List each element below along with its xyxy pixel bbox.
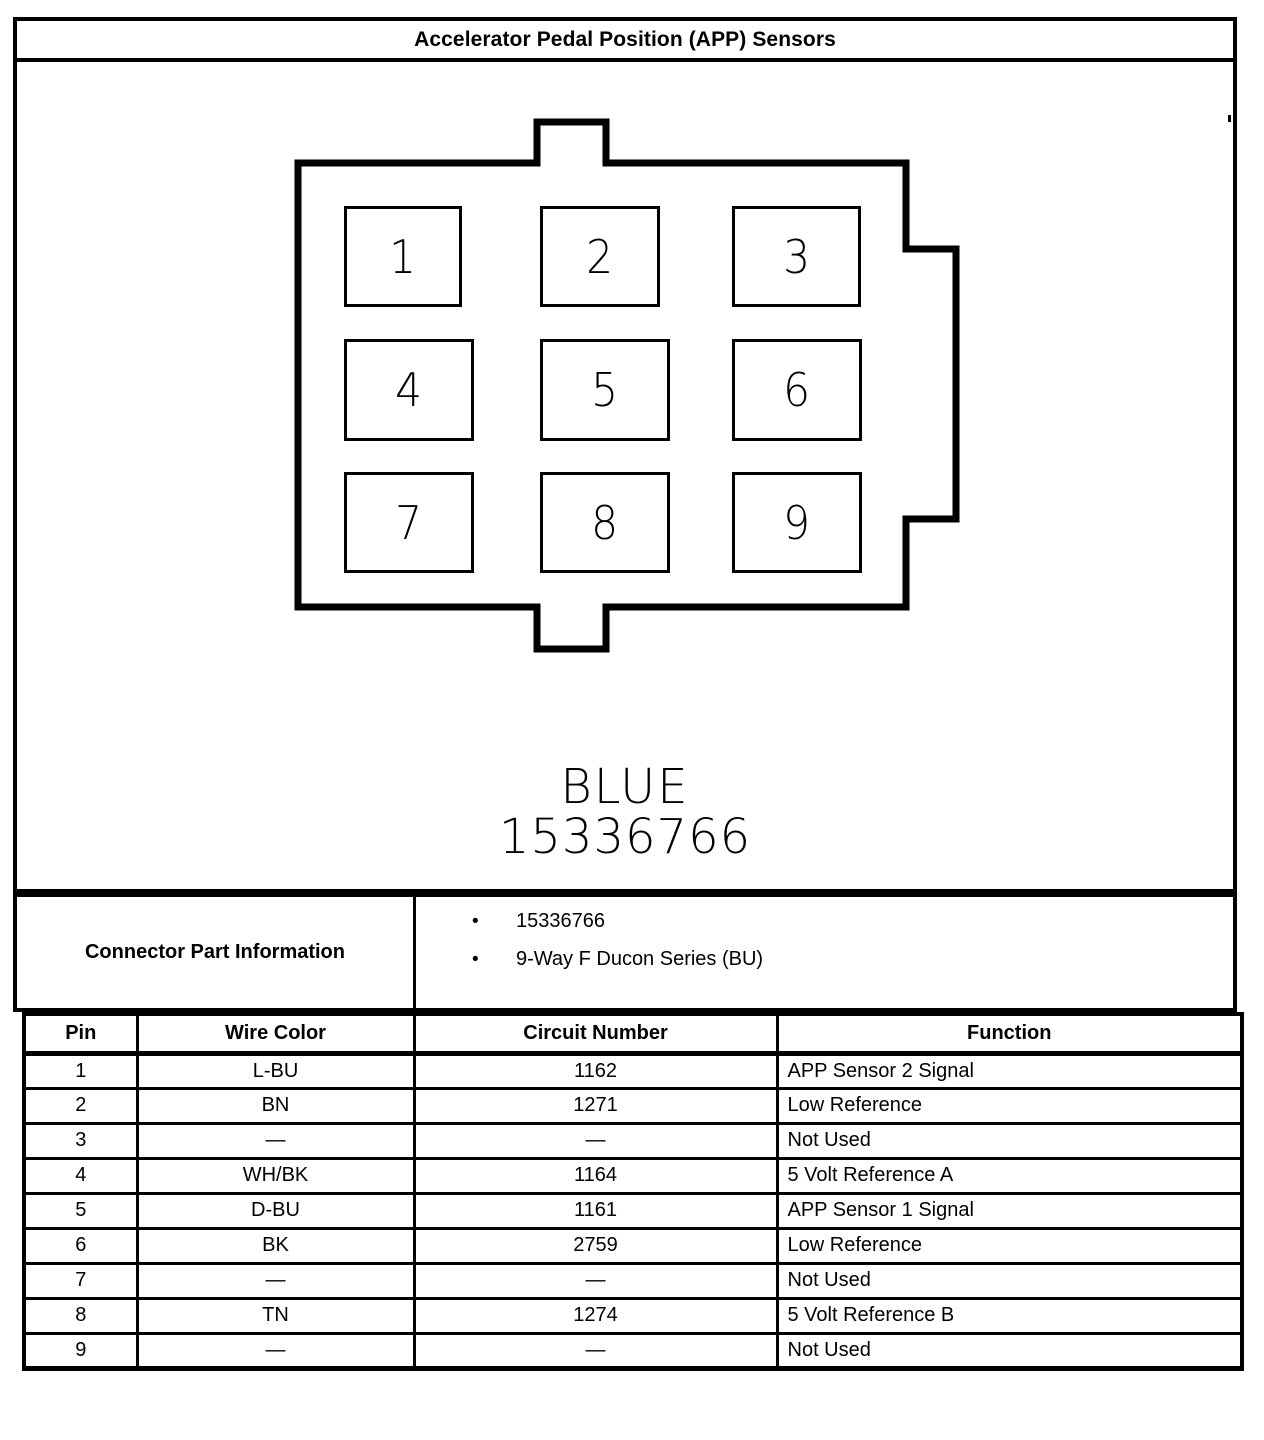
cell-pin: 6 xyxy=(22,1226,139,1265)
cell-pin: 8 xyxy=(22,1296,139,1335)
pin-cavity-number: 6 xyxy=(783,363,811,417)
column-header-function: Function xyxy=(775,1012,1244,1056)
pin-cavity-number: 5 xyxy=(591,363,619,417)
cell-function: APP Sensor 1 Signal xyxy=(775,1191,1244,1230)
cell-circuit-number: — xyxy=(412,1331,779,1371)
pin-cavity-number: 1 xyxy=(389,229,417,284)
pin-cavity-3: 3 xyxy=(732,206,861,307)
cell-pin: 2 xyxy=(22,1086,139,1125)
pin-cavity-number: 9 xyxy=(783,495,811,550)
cell-wire-color: D-BU xyxy=(135,1191,416,1230)
cell-circuit-number: 1164 xyxy=(412,1156,779,1195)
list-item-text: 15336766 xyxy=(516,910,605,932)
cell-pin: 9 xyxy=(22,1331,139,1371)
cell-function: APP Sensor 2 Signal xyxy=(775,1051,1244,1090)
cell-wire-color: BN xyxy=(135,1086,416,1125)
pin-cavity-2: 2 xyxy=(540,206,660,307)
cell-function: 5 Volt Reference A xyxy=(775,1156,1244,1195)
pin-cavity-6: 6 xyxy=(732,339,862,441)
bullet-icon: • xyxy=(472,949,479,970)
cell-circuit-number: 1274 xyxy=(412,1296,779,1335)
pin-cavity-8: 8 xyxy=(540,472,670,573)
pin-cavity-1: 1 xyxy=(344,206,462,307)
cell-wire-color: WH/BK xyxy=(135,1156,416,1195)
cell-circuit-number: — xyxy=(412,1121,779,1160)
table-row: 5 D-BU 1161 APP Sensor 1 Signal xyxy=(22,1191,1244,1230)
cell-circuit-number: 2759 xyxy=(412,1226,779,1265)
diagram-title-bar: Accelerator Pedal Position (APP) Sensors xyxy=(17,21,1233,62)
connector-part-information-section: Connector Part Information • 15336766 • … xyxy=(13,893,1237,1012)
pin-cavity-5: 5 xyxy=(540,339,670,441)
pin-cavity-9: 9 xyxy=(732,472,862,573)
connector-part-information-label-cell: Connector Part Information xyxy=(17,897,416,1008)
cell-function: Low Reference xyxy=(775,1086,1244,1125)
cell-function: 5 Volt Reference B xyxy=(775,1296,1244,1335)
diagram-frame: Accelerator Pedal Position (APP) Sensors… xyxy=(13,17,1237,893)
connector-color-label: BLUE xyxy=(560,759,690,815)
column-header-pin: Pin xyxy=(22,1012,139,1056)
connector-part-information-label: Connector Part Information xyxy=(84,941,345,963)
table-header-row: Pin Wire Color Circuit Number Function xyxy=(22,1012,1244,1056)
cell-wire-color: L-BU xyxy=(135,1051,416,1090)
cell-wire-color: — xyxy=(135,1121,416,1160)
cell-function: Low Reference xyxy=(775,1226,1244,1265)
pin-cavity-number: 8 xyxy=(591,495,619,550)
column-header-wire-color: Wire Color xyxy=(135,1012,416,1056)
bullet-icon: • xyxy=(472,911,479,932)
pin-cavity-number: 2 xyxy=(586,229,614,284)
list-item: • 9-Way F Ducon Series (BU) xyxy=(472,949,1233,969)
cell-pin: 1 xyxy=(22,1051,139,1090)
cell-circuit-number: — xyxy=(412,1261,779,1300)
pin-cavity-number: 3 xyxy=(783,229,810,284)
connector-part-number: 15336766 xyxy=(498,808,752,865)
list-item-text: 9-Way F Ducon Series (BU) xyxy=(516,948,764,970)
cell-pin: 4 xyxy=(22,1156,139,1195)
table-row: 4 WH/BK 1164 5 Volt Reference A xyxy=(22,1156,1244,1195)
pin-assignment-table: Pin Wire Color Circuit Number Function 1… xyxy=(22,1012,1244,1371)
pin-cavity-4: 4 xyxy=(344,339,474,441)
cell-pin: 3 xyxy=(22,1121,139,1160)
cell-circuit-number: 1161 xyxy=(412,1191,779,1230)
table-row: 3 — — Not Used xyxy=(22,1121,1244,1160)
cell-wire-color: TN xyxy=(135,1296,416,1335)
list-item: • 15336766 xyxy=(472,911,1233,931)
table-row: 1 L-BU 1162 APP Sensor 2 Signal xyxy=(22,1051,1244,1090)
cell-circuit-number: 1271 xyxy=(412,1086,779,1125)
connector-part-information-list: • 15336766 • 9-Way F Ducon Series (BU) xyxy=(416,897,1233,1008)
pin-cavity-number: 4 xyxy=(395,363,423,417)
page-title: Accelerator Pedal Position (APP) Sensors xyxy=(414,27,836,51)
pin-cavity-7: 7 xyxy=(344,472,474,573)
pin-cavity-grid: 1 2 3 4 5 6 7 8 9 xyxy=(344,206,873,573)
cell-function: Not Used xyxy=(775,1121,1244,1160)
cell-pin: 7 xyxy=(22,1261,139,1300)
cell-wire-color: — xyxy=(135,1261,416,1300)
cell-wire-color: — xyxy=(135,1331,416,1371)
column-header-circuit-number: Circuit Number xyxy=(412,1012,779,1056)
table-row: 8 TN 1274 5 Volt Reference B xyxy=(22,1296,1244,1335)
cell-function: Not Used xyxy=(775,1331,1244,1371)
table-row: 7 — — Not Used xyxy=(22,1261,1244,1300)
cell-wire-color: BK xyxy=(135,1226,416,1265)
cell-circuit-number: 1162 xyxy=(412,1051,779,1090)
table-row: 9 — — Not Used xyxy=(22,1331,1244,1371)
cell-function: Not Used xyxy=(775,1261,1244,1300)
cell-pin: 5 xyxy=(22,1191,139,1230)
connector-color-and-part: BLUE 15336766 xyxy=(17,759,1233,865)
table-row: 2 BN 1271 Low Reference xyxy=(22,1086,1244,1125)
table-row: 6 BK 2759 Low Reference xyxy=(22,1226,1244,1265)
scan-artifact-dot xyxy=(1228,115,1231,122)
pin-cavity-number: 7 xyxy=(395,495,423,550)
